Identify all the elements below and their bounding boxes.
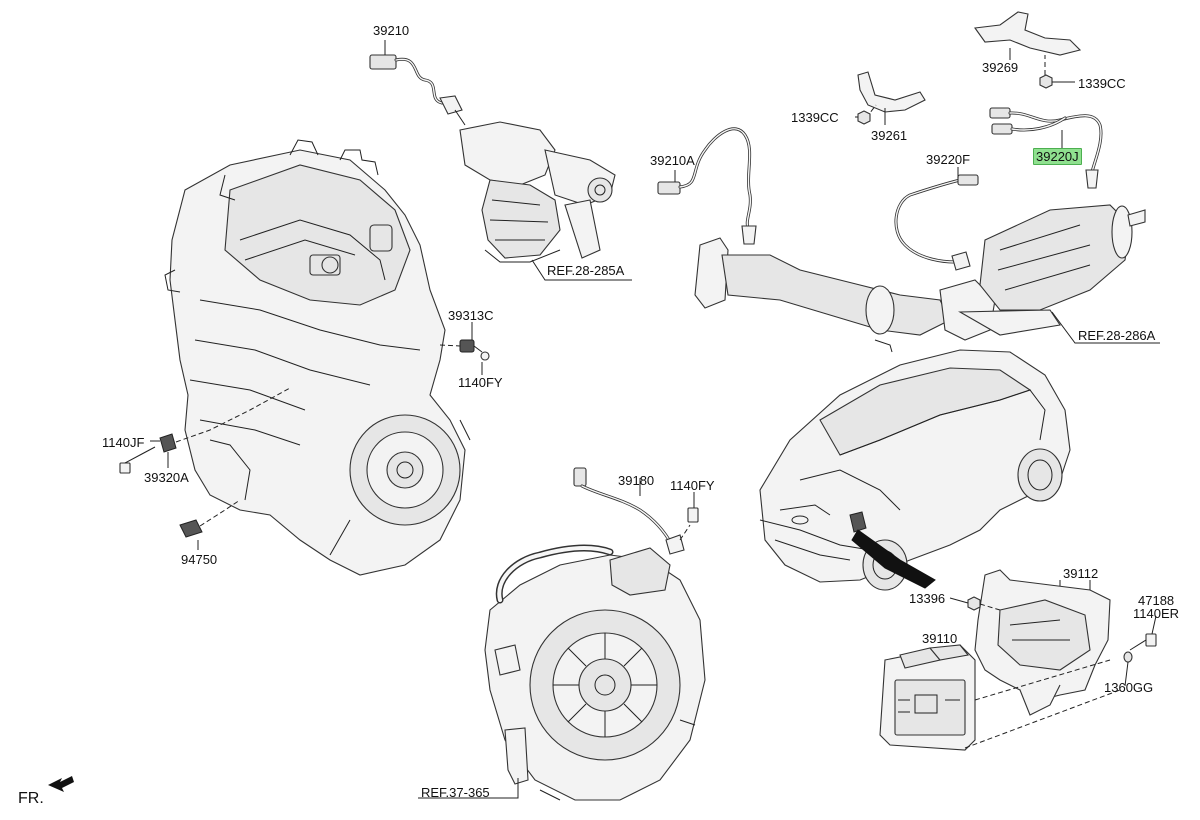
label-39210[interactable]: 39210 bbox=[373, 23, 410, 38]
manifold-converter-drawing bbox=[459, 121, 616, 263]
label-39112[interactable]: 39112 bbox=[1063, 566, 1099, 581]
label-1339cc-b[interactable]: 1339CC bbox=[1078, 76, 1126, 91]
bolt-1140jf-drawing bbox=[119, 446, 156, 474]
label-1339cc-a[interactable]: 1339CC bbox=[791, 110, 839, 125]
sensor-39180-drawing bbox=[573, 467, 699, 555]
label-1140fy-b[interactable]: 1140FY bbox=[670, 478, 715, 493]
ecu-bracket-drawing bbox=[967, 569, 1111, 716]
bracket-39261-drawing bbox=[857, 71, 926, 125]
label-39220f[interactable]: 39220F bbox=[926, 152, 971, 167]
label-ref-28-285a[interactable]: REF.28-285A bbox=[547, 263, 625, 278]
label-39210a[interactable]: 39210A bbox=[650, 153, 695, 168]
vehicle-drawing bbox=[759, 349, 1071, 591]
label-39180[interactable]: 39180 bbox=[618, 473, 655, 488]
sensor-39210a-drawing bbox=[657, 127, 757, 245]
front-direction-label: FR. bbox=[18, 790, 44, 807]
label-1140er[interactable]: 1140ER bbox=[1133, 606, 1180, 621]
label-1360gg[interactable]: 1360GG bbox=[1104, 680, 1154, 695]
label-1140fy-a[interactable]: 1140FY bbox=[458, 375, 503, 390]
leader-ref-28-285a bbox=[531, 259, 632, 281]
sensor-39210-drawing bbox=[369, 54, 466, 126]
label-47188[interactable]: 47188 bbox=[1138, 593, 1175, 608]
label-39269[interactable]: 39269 bbox=[982, 60, 1019, 75]
sensor-94750-drawing bbox=[179, 499, 241, 538]
front-arrow-icon bbox=[48, 776, 74, 792]
bolt-1140er-drawing bbox=[1123, 633, 1157, 663]
label-39320a[interactable]: 39320A bbox=[144, 470, 189, 485]
ecu-39110-drawing bbox=[879, 644, 1121, 751]
engine-block-drawing bbox=[164, 139, 471, 576]
sensor-39220f-drawing bbox=[894, 174, 979, 271]
exhaust-converter-drawing bbox=[694, 204, 1146, 353]
motor-drawing bbox=[484, 544, 706, 801]
label-ref-37-365[interactable]: REF.37-365 bbox=[421, 785, 490, 800]
bracket-39269-drawing bbox=[974, 11, 1082, 89]
sensor-39320a-drawing bbox=[159, 387, 291, 453]
leader-ref-37-365 bbox=[418, 778, 519, 799]
label-94750[interactable]: 94750 bbox=[181, 552, 218, 567]
label-39313c[interactable]: 39313C bbox=[448, 308, 494, 323]
sensor-39313c-drawing bbox=[439, 339, 490, 361]
label-leaders bbox=[150, 40, 1157, 687]
label-ref-28-286a[interactable]: REF.28-286A bbox=[1078, 328, 1156, 343]
label-39261[interactable]: 39261 bbox=[871, 128, 908, 143]
sensor-39220j-drawing bbox=[989, 107, 1103, 189]
label-39220j[interactable]: 39220J bbox=[1033, 148, 1082, 165]
label-1140jf[interactable]: 1140JF bbox=[102, 435, 145, 450]
label-13396[interactable]: 13396 bbox=[909, 591, 946, 606]
label-39110[interactable]: 39110 bbox=[922, 631, 958, 646]
leader-ref-28-286a bbox=[1051, 311, 1160, 344]
